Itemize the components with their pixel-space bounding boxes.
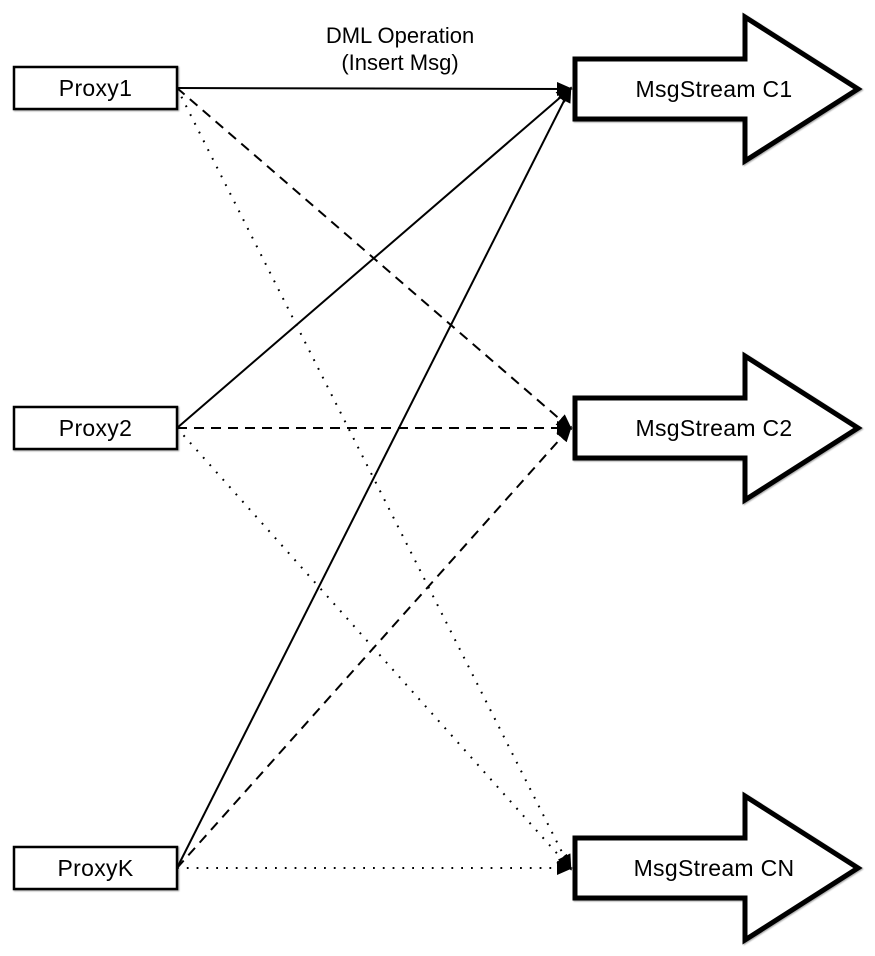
msgstream-c2-label: MsgStream C2: [636, 415, 793, 441]
msgstream-c1-label: MsgStream C1: [636, 76, 793, 102]
proxy1-box: [12, 65, 179, 111]
proxyk-label: ProxyK: [58, 855, 134, 881]
msgstream-c2-arrow-shape: [572, 351, 863, 505]
edge-proxy2-to-c1: [176, 87, 573, 429]
diagram-title-line2: (Insert Msg): [341, 50, 459, 75]
msgstream-cn-arrow-shape: [572, 791, 863, 945]
edge-proxyk-to-c2: [176, 425, 572, 869]
proxy1-node: Proxy1: [12, 65, 179, 111]
edge-proxyk-to-c1: [176, 86, 572, 869]
msgstream-cn-node: MsgStream CN: [572, 791, 863, 945]
edge-proxy1-to-c1: [176, 81, 573, 96]
proxyk-box: [12, 845, 179, 891]
proxy2-label: Proxy2: [59, 415, 132, 441]
msgstream-c2-node: MsgStream C2: [572, 351, 863, 505]
edges-layer: [176, 81, 573, 875]
msgstream-c1-arrow-shape: [572, 12, 863, 166]
proxy2-node: Proxy2: [12, 405, 179, 451]
msgstream-cn-label: MsgStream CN: [634, 855, 795, 881]
proxy2-box: [12, 405, 179, 451]
proxyk-node: ProxyK: [12, 845, 179, 891]
msgstream-c1-node: MsgStream C1: [572, 12, 863, 166]
diagram-title-line1: DML Operation: [325, 23, 475, 48]
diagram-title: DML Operation (Insert Msg): [326, 22, 474, 76]
proxy1-label: Proxy1: [59, 75, 132, 101]
